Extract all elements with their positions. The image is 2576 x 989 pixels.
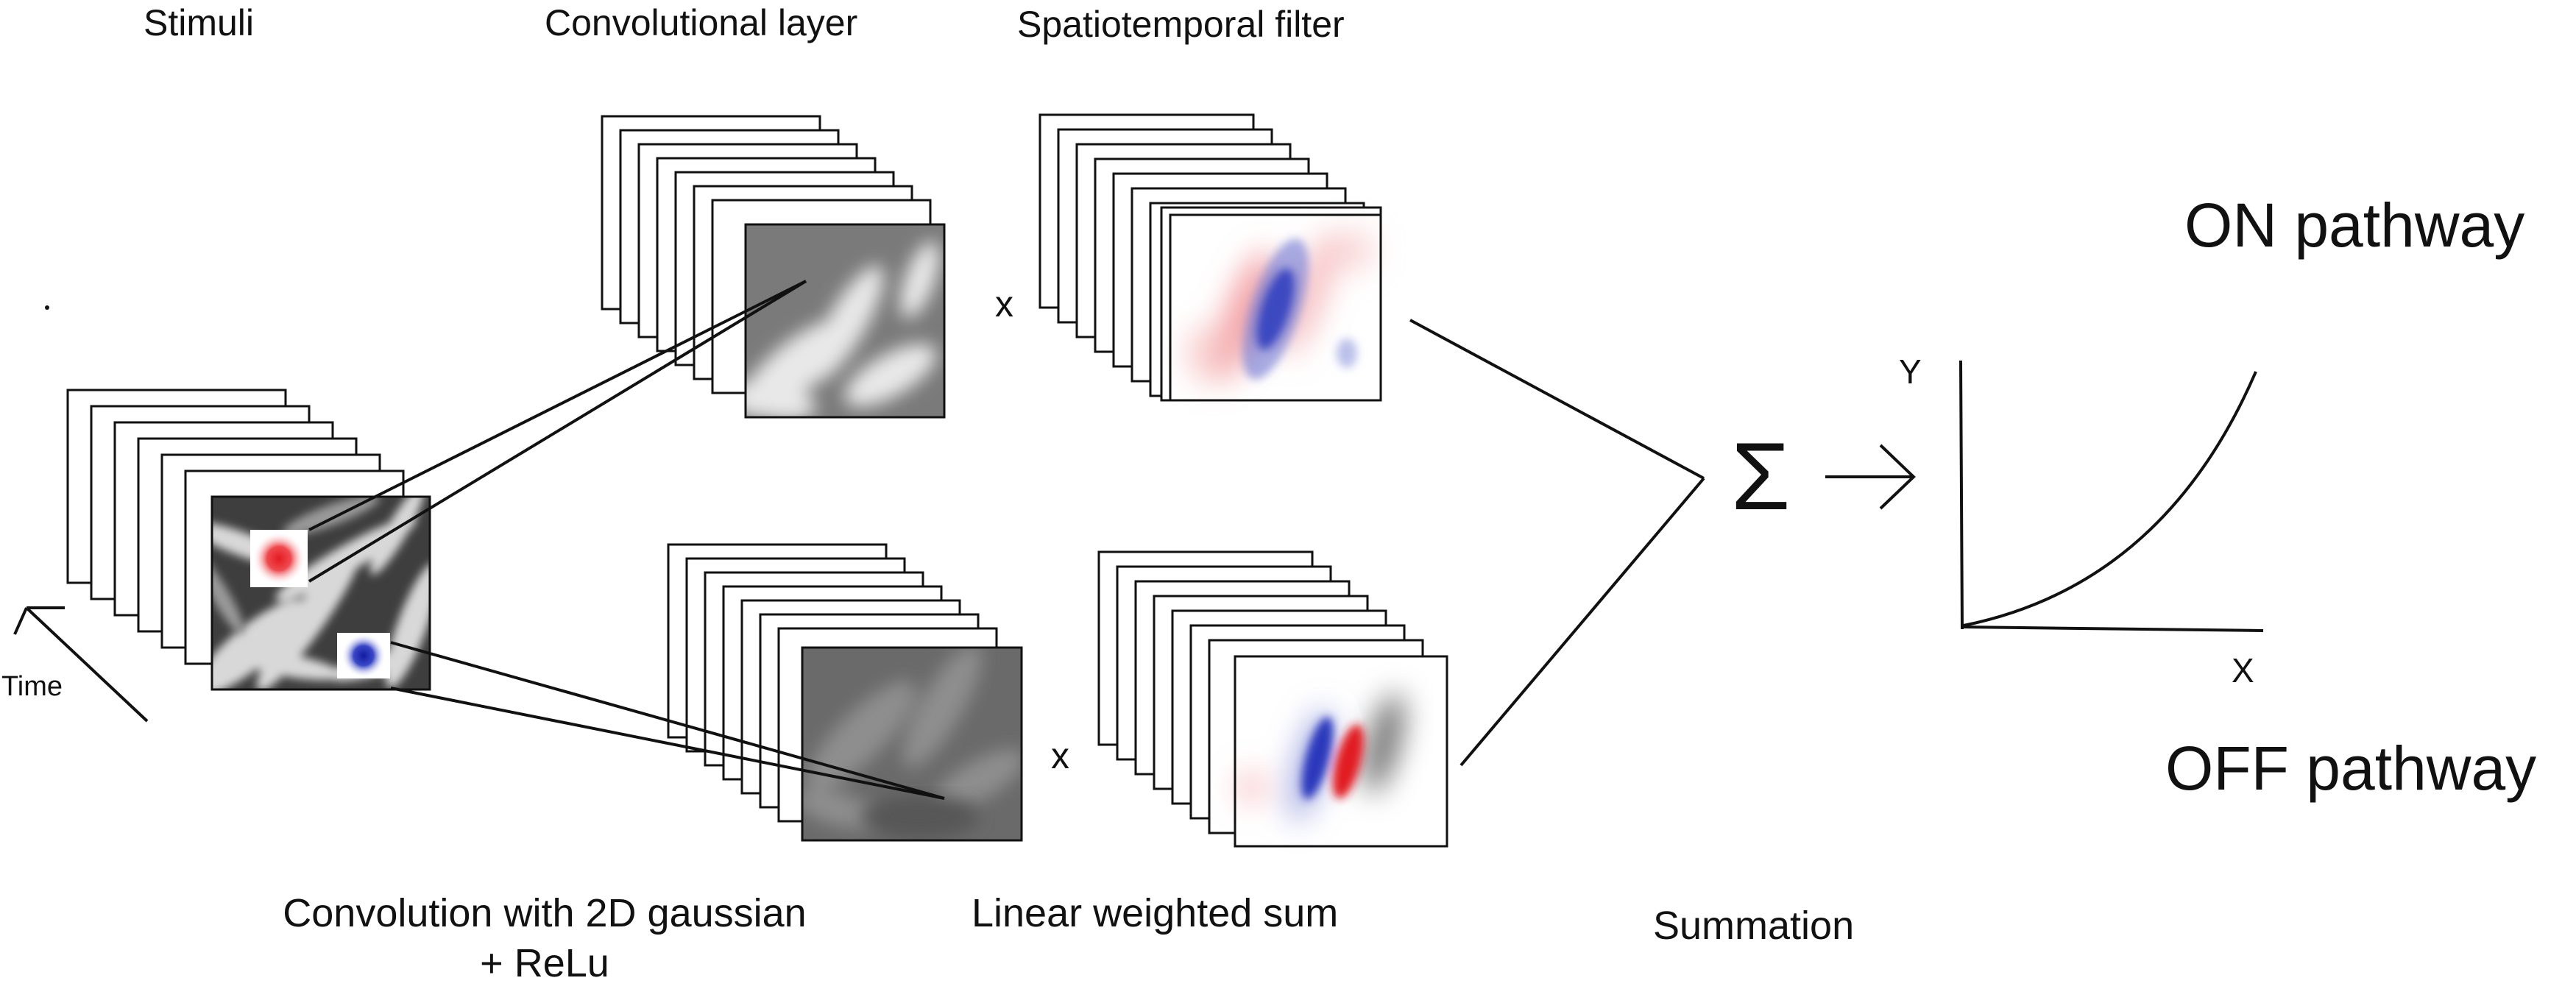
on-receptive-field	[250, 530, 308, 587]
stimulus-image	[212, 497, 430, 690]
plot-y-label: Y	[1899, 352, 1922, 391]
caption-convolution: Convolution with 2D gaussian + ReLu	[206, 888, 883, 988]
sigma-symbol: Σ	[1731, 422, 1791, 530]
stray-dot	[45, 305, 49, 310]
x-axis	[1960, 625, 2264, 632]
caption-summation: Summation	[1653, 904, 1855, 948]
header-conv-layer: Convolutional layer	[545, 2, 858, 43]
header-spatiotemporal-filter: Spatiotemporal filter	[1017, 4, 1345, 45]
multiply-symbol-top: x	[995, 283, 1013, 325]
on-pathway-label: ON pathway	[2184, 191, 2525, 260]
time-arrow	[13, 606, 149, 723]
plot-x-label: X	[2232, 651, 2254, 690]
header-stimuli: Stimuli	[144, 2, 255, 43]
caption-convolution-line2: + ReLu	[480, 941, 609, 985]
multiply-symbol-bottom: x	[1051, 735, 1069, 776]
nonlinearity-plot	[1959, 360, 2264, 632]
off-receptive-field	[337, 633, 390, 678]
st-filter-weights-bottom	[1235, 656, 1447, 846]
off-pathway-label: OFF pathway	[2165, 734, 2537, 803]
caption-linear-weighted-sum: Linear weighted sum	[972, 891, 1339, 935]
projection-lines	[308, 280, 945, 800]
conv-feature-map-top	[746, 224, 944, 417]
st-filter-weights-top	[1170, 215, 1381, 400]
summation-lines	[1409, 319, 1705, 767]
output-arrow	[1825, 444, 1916, 510]
y-axis	[1959, 360, 1964, 630]
time-label: Time	[1, 671, 63, 702]
nonlinearity-curve	[1963, 371, 2257, 627]
caption-convolution-line1: Convolution with 2D gaussian	[283, 891, 807, 935]
conv-feature-map-bottom	[802, 648, 1022, 840]
